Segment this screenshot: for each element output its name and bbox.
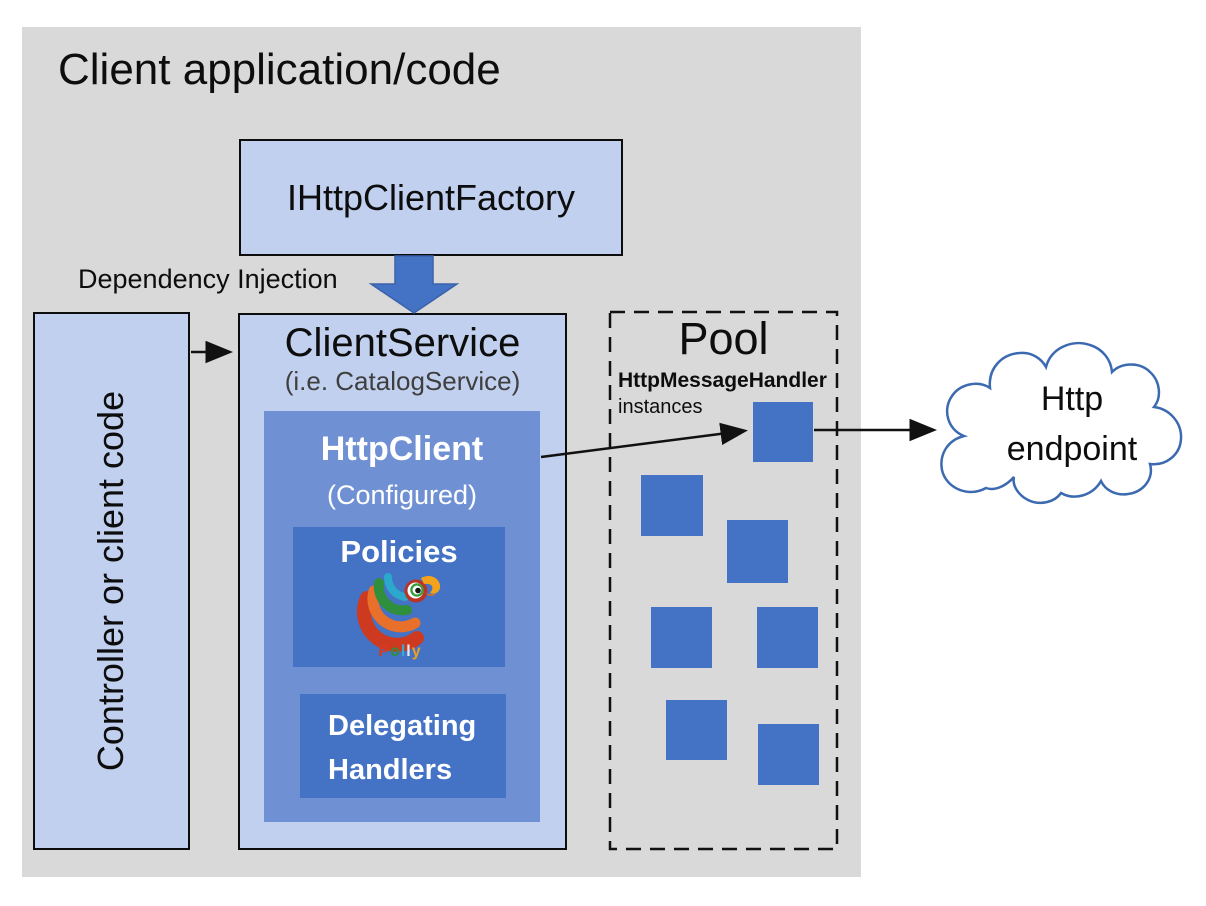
polly-pupil	[415, 587, 421, 594]
polly-feather-teal	[383, 573, 409, 601]
polly-feather-green	[373, 578, 412, 616]
polly-feather-orange	[367, 585, 421, 633]
pool-instances-label: instances	[618, 396, 703, 418]
clientservice-title: ClientService	[284, 321, 521, 365]
dependency-injection-label: Dependency Injection	[78, 264, 338, 294]
delegating-handlers-line2: Handlers	[328, 754, 453, 786]
client-application-label: Client application/code	[58, 45, 501, 94]
handler-instance-square	[758, 724, 819, 785]
controller-label: Controller or client code	[90, 390, 132, 772]
polly-wordmark: Polly	[378, 643, 421, 660]
handler-instance-square	[666, 700, 727, 760]
handler-instance-square	[651, 607, 712, 668]
policies-title: Policies	[340, 534, 458, 569]
endpoint-line1: Http	[1041, 380, 1103, 418]
polly-feather-red	[357, 591, 424, 652]
handler-instance-square	[757, 607, 818, 668]
clientservice-subtitle: (i.e. CatalogService)	[284, 366, 521, 396]
pool-title: Pool	[678, 313, 769, 364]
handler-instance-square	[641, 475, 703, 536]
polly-beak-upper	[421, 575, 441, 594]
ihttpclientfactory-box: IHttpClientFactory	[239, 139, 623, 256]
endpoint-line2: endpoint	[1007, 430, 1138, 468]
http-endpoint-cloud: Http endpoint	[940, 341, 1183, 505]
controller-box: Controller or client code	[33, 312, 190, 850]
pool-type-label: HttpMessageHandler	[618, 369, 827, 392]
handler-instance-square	[727, 520, 788, 583]
cloud-outline	[940, 341, 1183, 505]
httpclient-subtitle: (Configured)	[326, 480, 478, 510]
handler-instance-square	[753, 402, 813, 462]
delegating-handlers-line1: Delegating	[328, 710, 477, 742]
ihttpclientfactory-label: IHttpClientFactory	[286, 176, 576, 218]
polly-parrot-icon: Polly	[357, 573, 441, 660]
polly-beak-lower	[425, 592, 436, 596]
httpclient-title: HttpClient	[320, 430, 484, 468]
delegating-handlers-box: Delegating Handlers	[300, 694, 506, 798]
